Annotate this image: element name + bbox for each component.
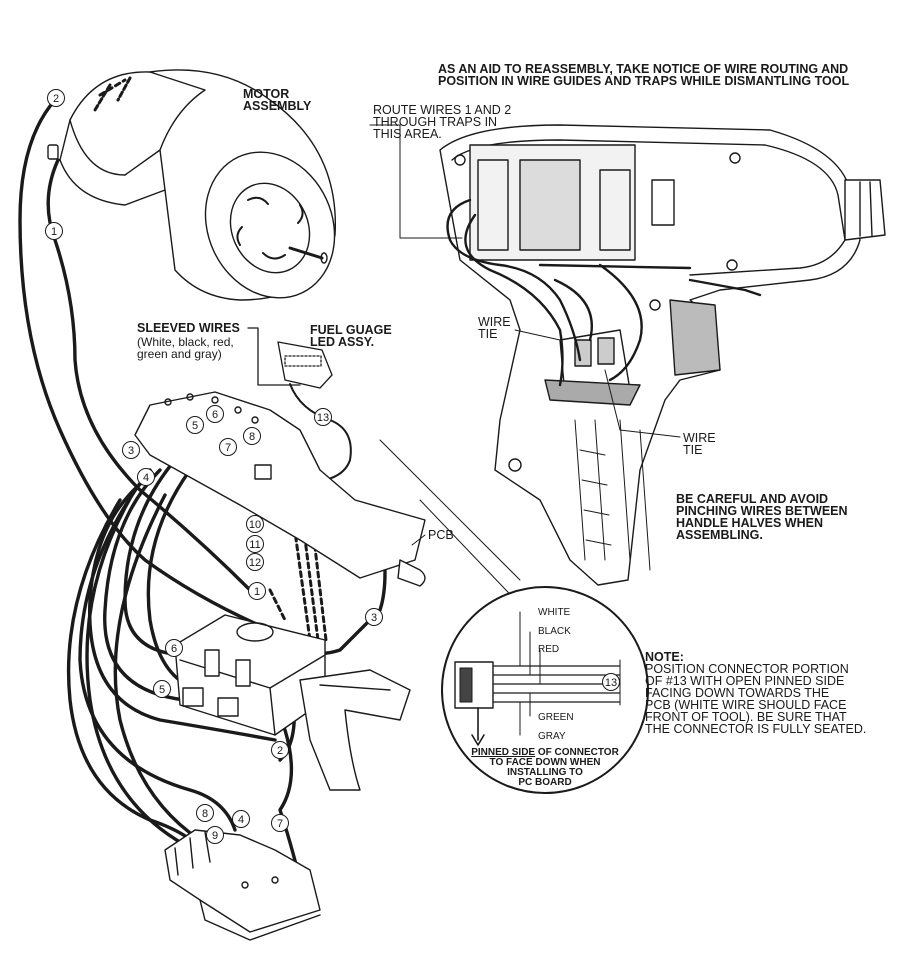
callout-8-block: 8 (196, 804, 214, 822)
callout-3-pcb: 3 (122, 441, 140, 459)
motor-assembly (47, 69, 337, 301)
callout-12: 12 (246, 553, 264, 571)
sleeved-wires-subtitle: (White, black, red, green and gray) (137, 335, 234, 361)
pcb (134, 391, 526, 611)
callout-10: 10 (246, 515, 264, 533)
pinned-side-rest: OF CONNECTOR TO FACE DOWN WHEN INSTALLIN… (489, 747, 619, 788)
callout-8-pcb: 8 (243, 427, 261, 445)
leader-lines (369, 124, 681, 546)
pinned-side-note: PINNED SIDE OF CONNECTOR TO FACE DOWN WH… (470, 748, 620, 788)
callout-7-pcb: 7 (219, 438, 237, 456)
wire-label-red: RED (538, 644, 560, 655)
callout-9-block: 9 (206, 826, 224, 844)
motor-assembly-label: MOTOR ASSEMBLY (243, 87, 312, 113)
wire-tie-label-2: WIRE TIE (683, 431, 716, 457)
housing-wires (446, 198, 762, 387)
sleeved-wires-title: SLEEVED WIRES (137, 321, 240, 335)
callout-4-block: 4 (232, 810, 250, 828)
fuel-gauge-label: FUEL GUAGE LED ASSY. (310, 323, 392, 349)
wire-label-black: BLACK (538, 626, 571, 637)
note-title: NOTE: (645, 650, 684, 664)
callout-2-motor: 2 (47, 89, 65, 107)
callout-11: 11 (246, 535, 264, 553)
callout-4-pcb: 4 (137, 468, 155, 486)
callout-13-led: 13 (314, 408, 332, 426)
callout-1-motor: 1 (45, 222, 63, 240)
callout-13-detail: 13 (602, 673, 620, 691)
tool-housing (439, 124, 886, 586)
reassembly-note: AS AN AID TO REASSEMBLY, TAKE NOTICE OF … (438, 62, 850, 88)
wire-label-green: GREEN (538, 712, 574, 723)
callout-3-switch: 3 (365, 608, 383, 626)
callout-2-switch: 2 (271, 741, 289, 759)
wire-label-gray: GRAY (538, 731, 566, 742)
pinned-side-underlined: PINNED SIDE (471, 747, 536, 758)
callout-1-switch: 1 (248, 582, 266, 600)
callout-6-pcb: 6 (206, 405, 224, 423)
wire-label-white: WHITE (538, 607, 571, 618)
callout-5-switch: 5 (153, 680, 171, 698)
callout-5-pcb: 5 (186, 416, 204, 434)
connector-detail (441, 586, 649, 794)
callout-7-block: 7 (271, 814, 289, 832)
callout-6-switch: 6 (165, 639, 183, 657)
note-body: POSITION CONNECTOR PORTION OF #13 WITH O… (645, 662, 867, 736)
wire-tie-label-1: WIRE TIE (478, 315, 511, 341)
terminal-block (164, 829, 321, 941)
pcb-label: PCB (428, 528, 454, 542)
route-wires-note: ROUTE WIRES 1 AND 2 THROUGH TRAPS IN THI… (373, 103, 512, 141)
trigger-switch (174, 614, 411, 791)
careful-note: BE CAREFUL AND AVOID PINCHING WIRES BETW… (676, 492, 848, 542)
